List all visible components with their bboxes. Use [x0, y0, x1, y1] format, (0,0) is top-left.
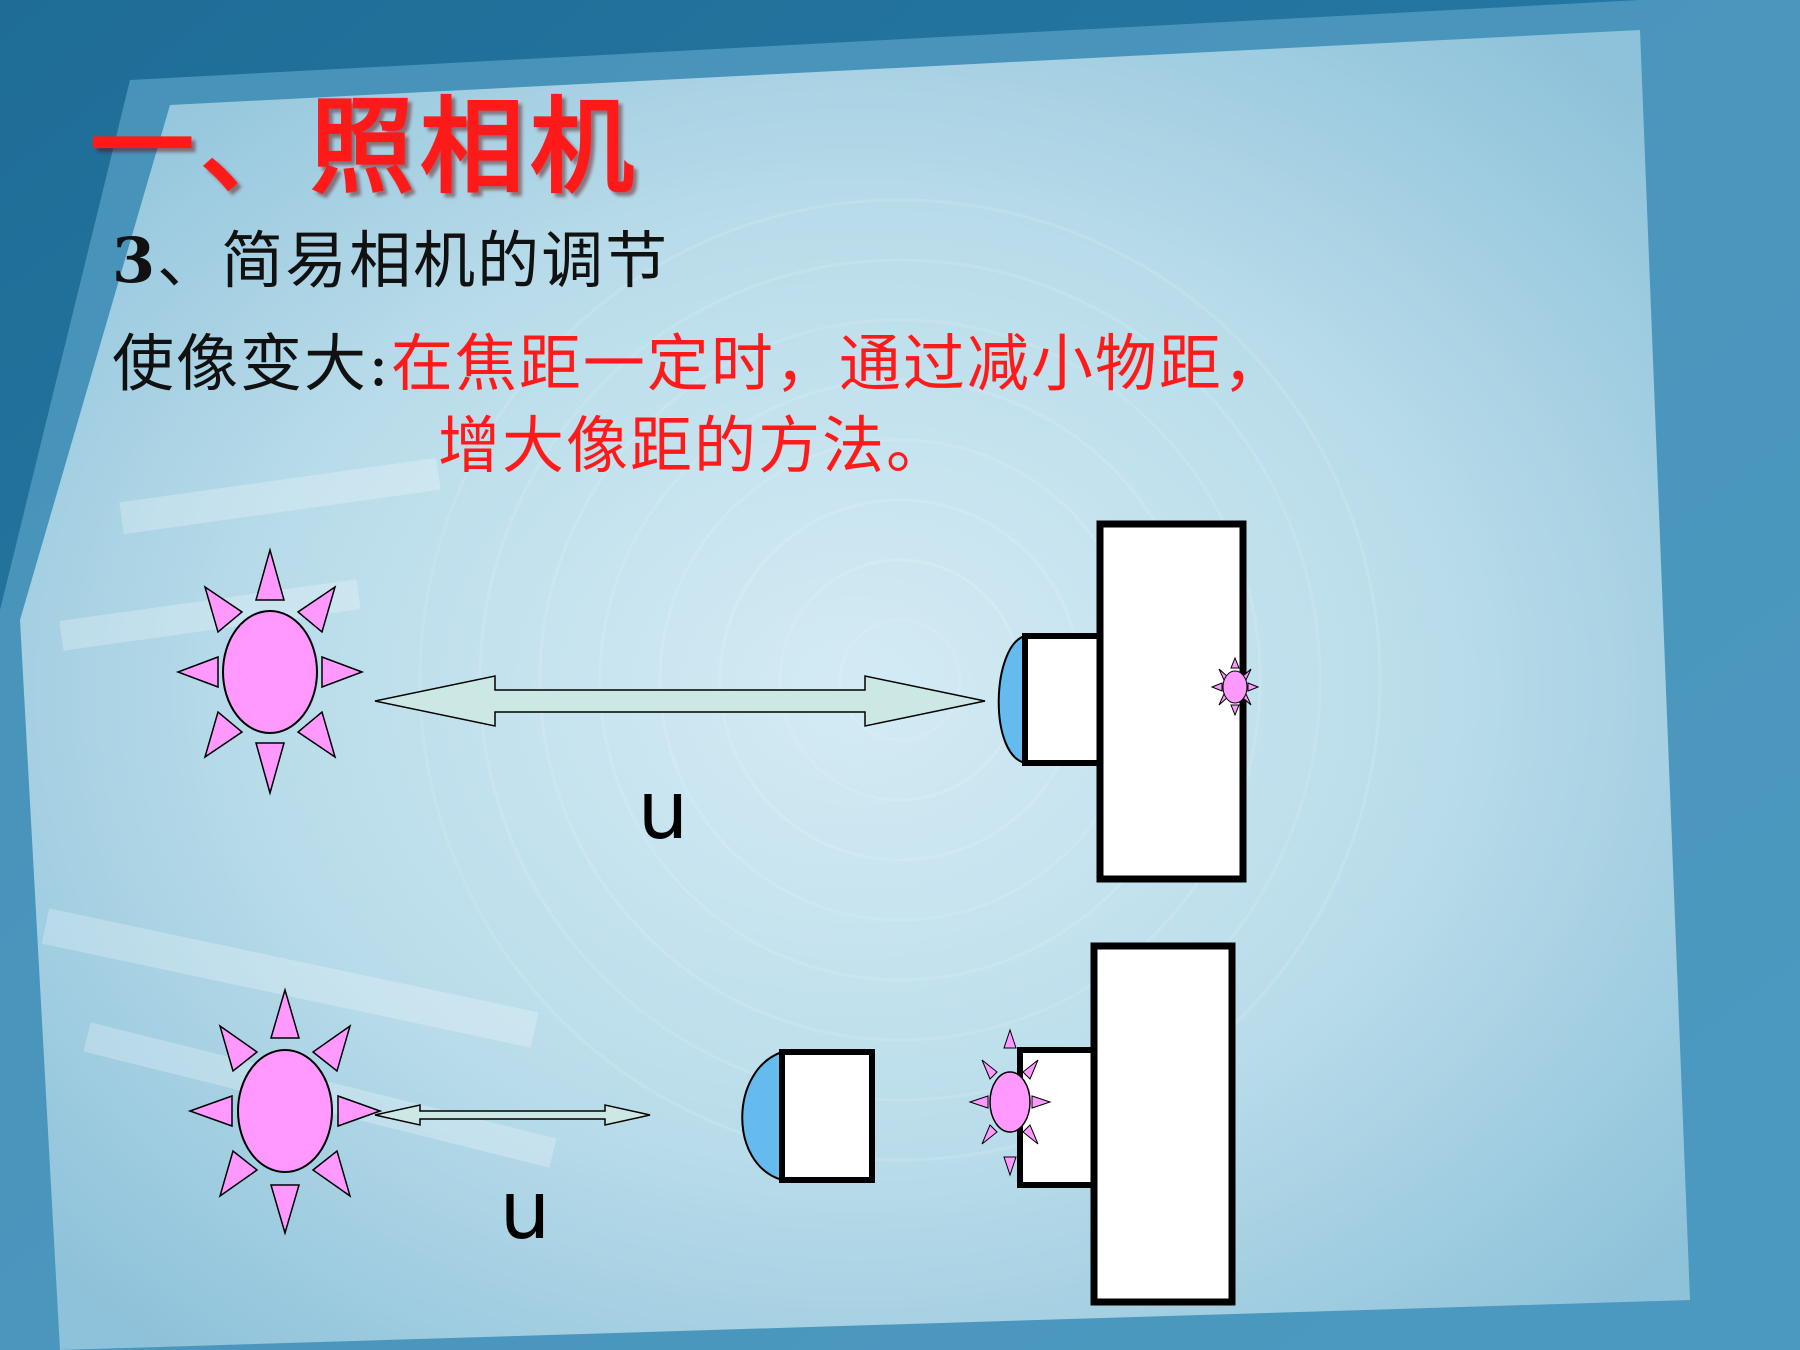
top-image-sun [1210, 656, 1260, 717]
top-distance-label: u [638, 764, 689, 857]
rule-label: 使像变大 [112, 327, 369, 400]
top-lens-barrel [1022, 633, 1105, 766]
section-number: 3 [112, 224, 158, 297]
bottom-lens-barrel [779, 1049, 875, 1183]
bottom-distance-arrow [374, 1104, 651, 1126]
section-heading-text: 、简易相机的调节 [157, 224, 670, 297]
bottom-distance-label: u [500, 1164, 551, 1257]
rule-text-2: 增大像距的方法。 [438, 409, 951, 482]
rule-text-1: 在焦距一定时，通过减小物距， [390, 327, 1287, 400]
bottom-object-sun [187, 987, 383, 1236]
slide-title: 一、照相机 [90, 86, 641, 208]
rule-colon: : [368, 327, 391, 400]
bottom-camera-body [1090, 942, 1236, 1306]
top-distance-arrow [374, 675, 986, 727]
top-camera-body [1096, 520, 1247, 883]
bottom-image-sun [968, 1028, 1052, 1177]
top-lens [997, 634, 1026, 765]
top-object-sun [175, 547, 365, 796]
rule-line-1: 使像变大:在焦距一定时，通过减小物距， [112, 313, 1287, 403]
section-heading: 3、简易相机的调节 [112, 210, 669, 300]
bottom-lens [741, 1050, 783, 1182]
